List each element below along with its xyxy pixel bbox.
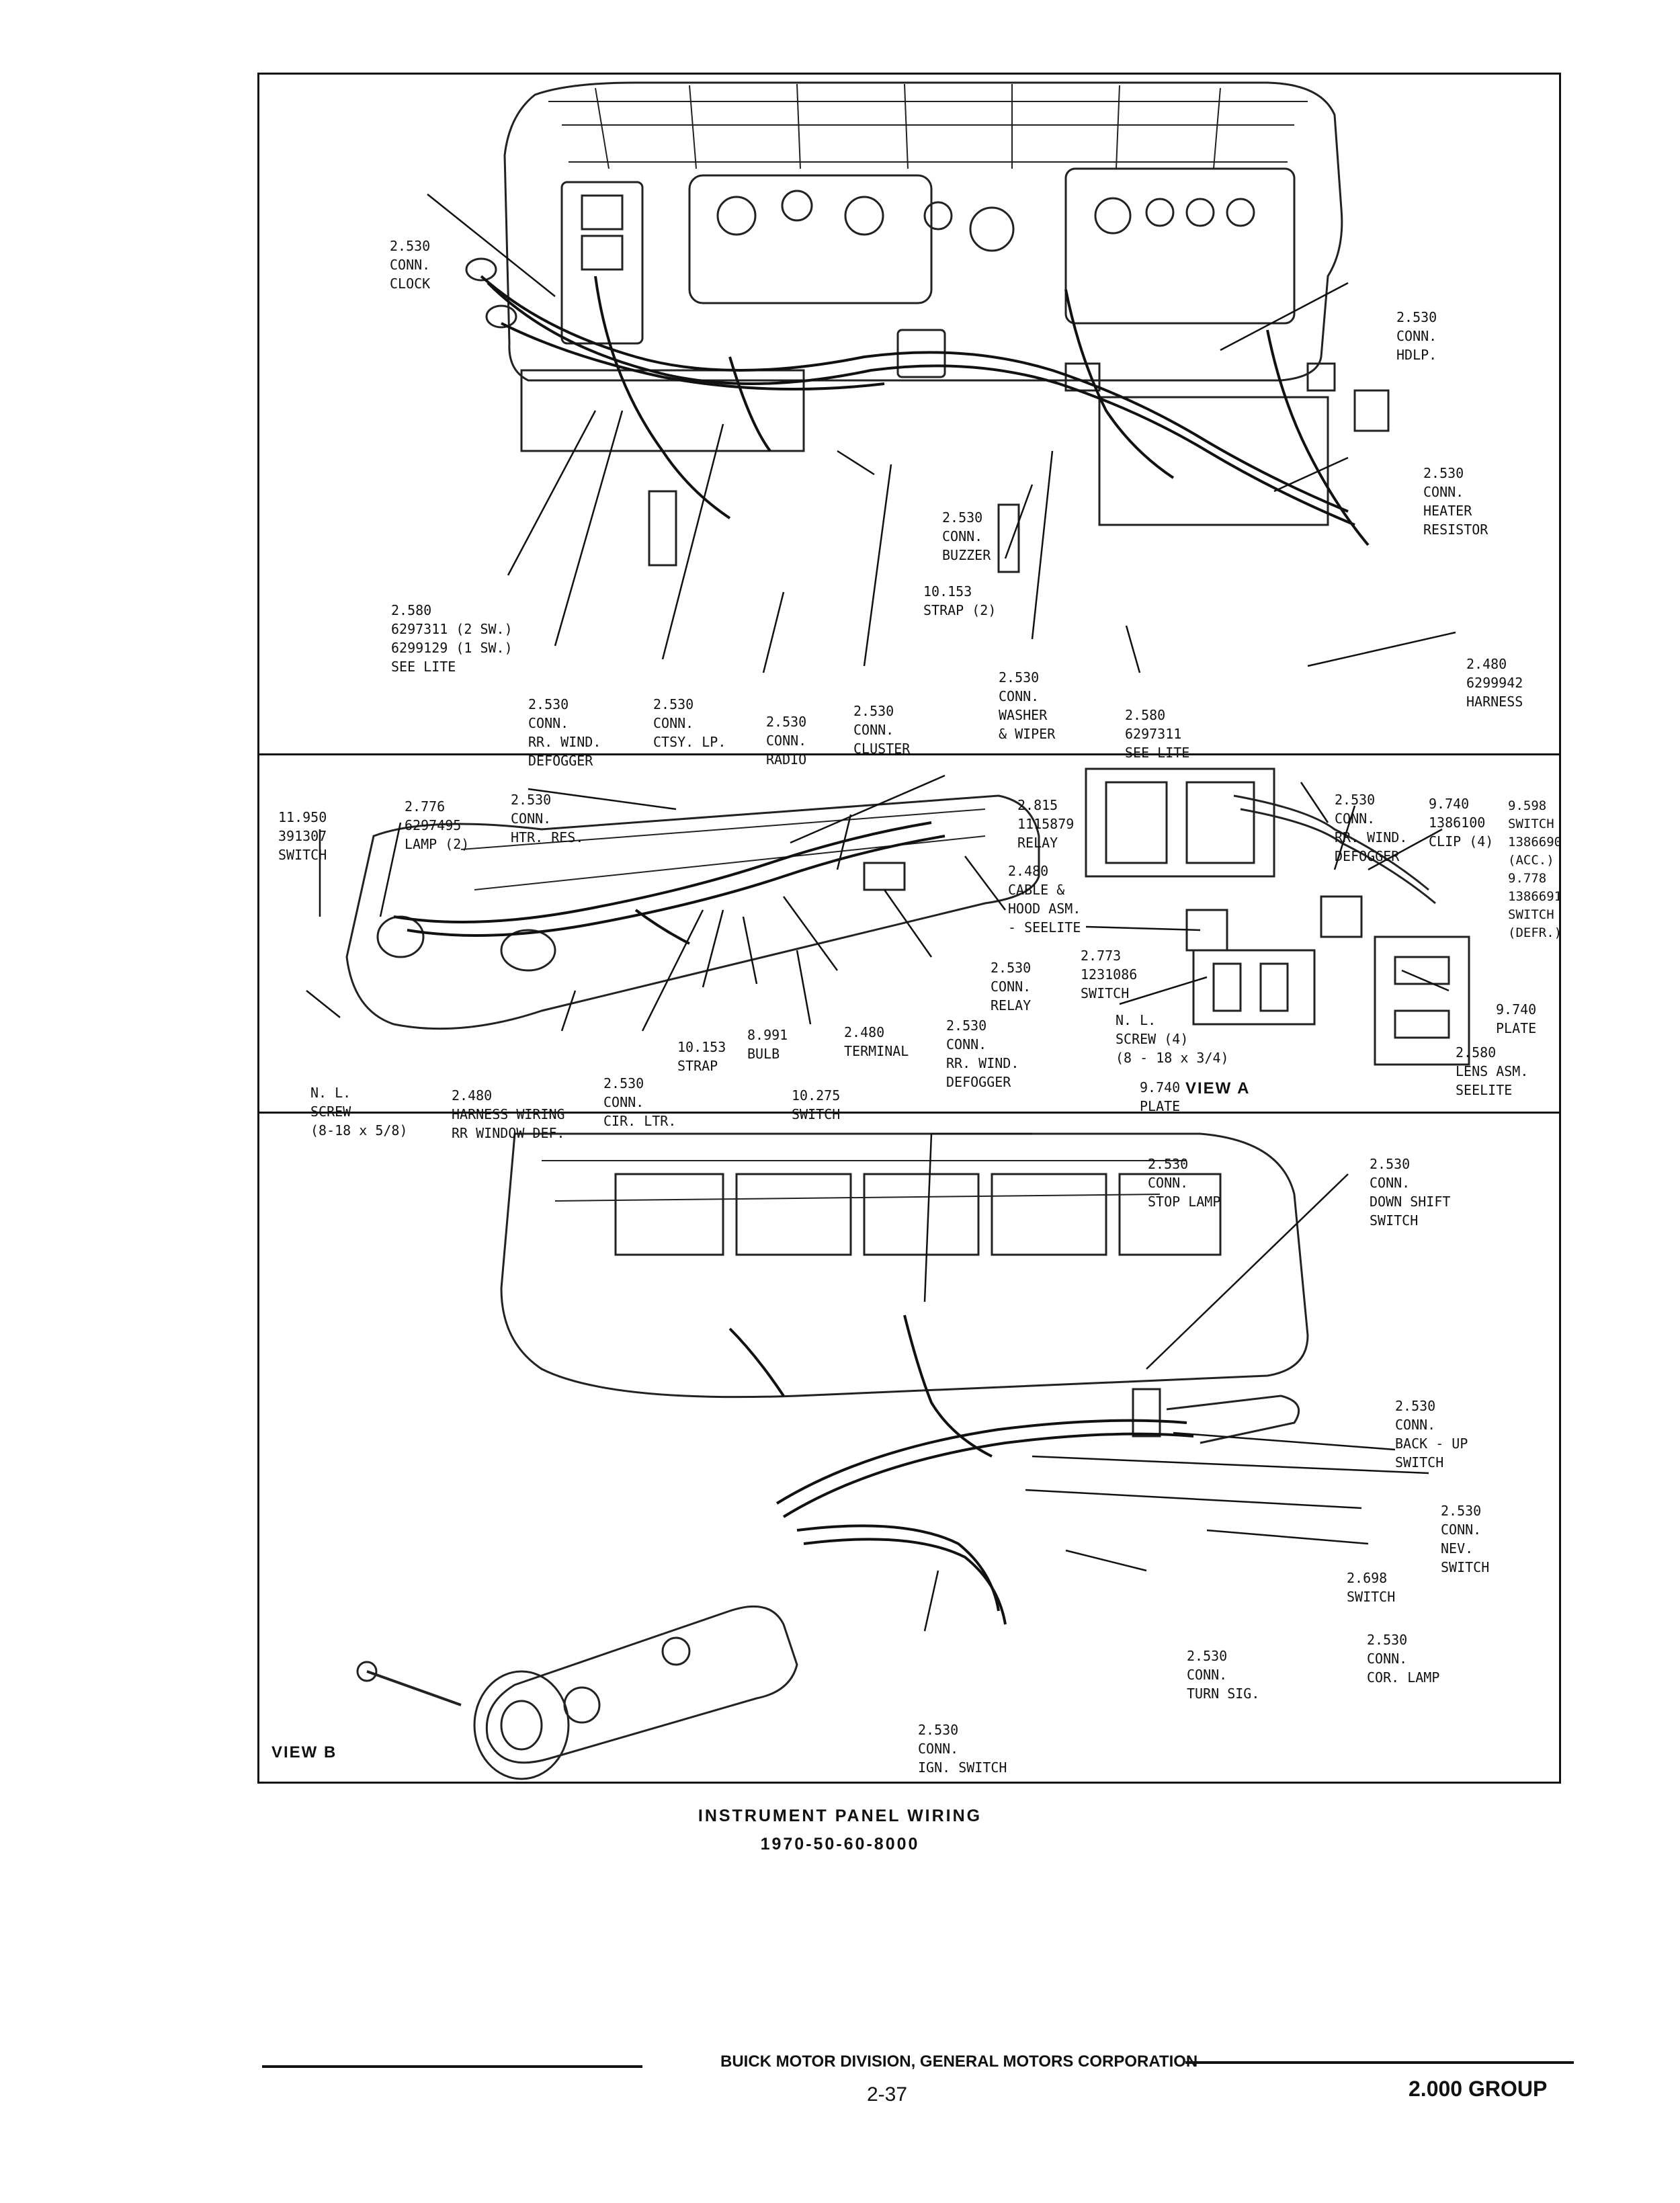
view-a-label: VIEW A	[1185, 1079, 1251, 1097]
panel-middle	[259, 753, 1559, 1112]
footer-rule-left	[262, 2065, 642, 2068]
footer-group: 2.000 GROUP	[1409, 2077, 1548, 2101]
middle-panel-drawing	[306, 767, 1470, 1066]
panel-top	[259, 75, 1559, 753]
figure-caption-title: INSTRUMENT PANEL WIRING	[698, 1806, 982, 1825]
footer-rule-right	[1185, 2061, 1574, 2064]
figure-caption-code: 1970-50-60-8000	[760, 1835, 920, 1854]
label-nl-screw-4: N. L.SCREW (4)(8 - 18 x 3/4)	[1116, 1012, 1229, 1066]
footer-division: BUICK MOTOR DIVISION, GENERAL MOTORS COR…	[720, 2052, 1198, 2071]
panel-bottom	[259, 1112, 1559, 1782]
top-panel-drawing	[427, 81, 1456, 673]
diagram-frame	[257, 73, 1561, 1784]
bottom-panel-drawing	[356, 1132, 1429, 1780]
view-b-label: VIEW B	[271, 1743, 337, 1761]
label-nl-screw: N. L.SCREW(8-18 x 5/8)	[310, 1085, 408, 1138]
footer-page-number: 2-37	[867, 2083, 908, 2106]
